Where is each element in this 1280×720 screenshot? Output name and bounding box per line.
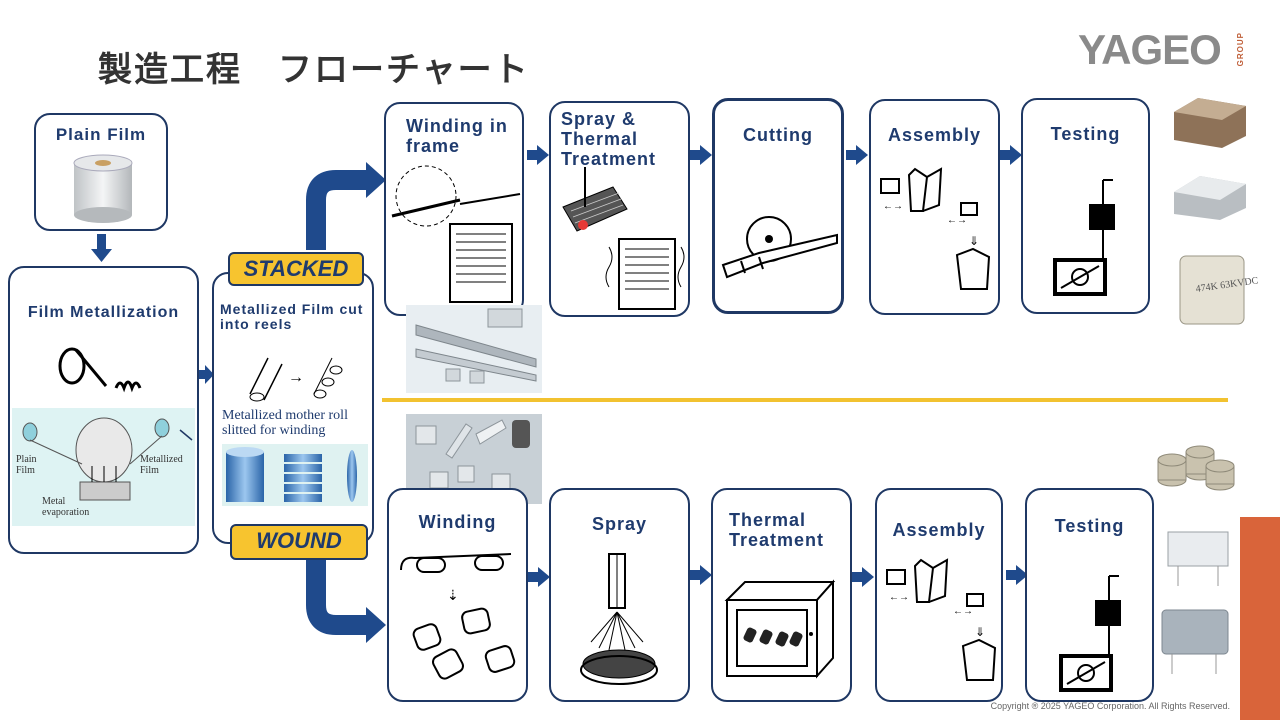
cutting-saw-icon <box>721 216 838 279</box>
stacked-step-cutting: Cutting <box>712 98 844 314</box>
reel-cutting-icon: → <box>249 357 343 402</box>
orange-accent-bar <box>1240 517 1280 720</box>
wound-product-photos <box>1157 445 1235 674</box>
stacked-elements-photo <box>406 305 542 393</box>
step-title: Spray & Thermal Treatment <box>561 109 657 169</box>
svg-text:←→: ←→ <box>889 592 909 603</box>
plain-film-caption: Plain Film <box>16 454 37 476</box>
step-title: Winding <box>418 512 497 532</box>
film-metallization-title: Film Metallization <box>27 304 180 321</box>
arrow-plain-to-metallization <box>91 234 112 262</box>
arrow-metallization-to-reels <box>197 365 214 384</box>
step-title: Winding in frame <box>406 116 508 156</box>
plain-film-box: Plain Film <box>34 113 168 231</box>
mother-roll-caption: Metallized mother roll slitted for windi… <box>222 408 348 438</box>
wound-branch-tag: WOUND <box>230 524 368 560</box>
metal-evaporation-caption: Metal evaporation <box>42 496 90 518</box>
testing-meter-icon <box>1053 179 1115 296</box>
stacked-step-testing: Testing <box>1021 98 1150 314</box>
step-title: Spray <box>591 514 648 534</box>
plain-film-title: Plain Film <box>55 125 147 144</box>
winding-rolls-icon: ⇣ <box>400 553 516 680</box>
film-metallization-box: Film Metallization Plain Film Metallized… <box>8 266 199 554</box>
film-roll-icon <box>73 154 133 223</box>
step-title: Cutting <box>743 125 813 145</box>
stacked-step-assembly: Assembly ←→ ←→ ⇓ <box>869 99 1000 315</box>
step-title: Testing <box>1054 516 1125 536</box>
assembly-icon: ←→ ←→ ⇓ <box>886 558 997 681</box>
svg-text:←→: ←→ <box>947 215 967 226</box>
arrow-stacked-branch <box>306 170 368 250</box>
spray-thermal-icon <box>562 167 685 310</box>
stacked-step-arrows <box>527 145 1022 165</box>
metallization-icon <box>58 347 142 393</box>
yageo-logo: YAGEO <box>1078 26 1222 73</box>
wound-step-thermal-treatment: Thermal Treatment <box>711 488 852 702</box>
copyright-notice: Copyright ® 2025 YAGEO Corporation. All … <box>990 701 1230 711</box>
svg-text:⇣: ⇣ <box>447 589 459 604</box>
stacked-branch-tag: STACKED <box>228 252 364 286</box>
stacked-product-photos: 474K 63KVDC <box>1174 98 1259 325</box>
step-title: Testing <box>1050 124 1121 144</box>
oven-icon <box>724 579 836 679</box>
wound-step-spray: Spray <box>549 488 690 702</box>
svg-text:⇓: ⇓ <box>969 234 979 248</box>
page-title: 製造工程 フローチャート <box>98 50 530 90</box>
branch-divider-line <box>382 398 1228 402</box>
metallized-film-title: Metallized Film cut into reels <box>220 301 364 332</box>
metallized-film-box: Metallized Film cut into reels → Metalli… <box>212 272 374 544</box>
step-title: Assembly <box>887 125 982 145</box>
wound-step-testing: Testing <box>1025 488 1154 702</box>
stacked-step-winding-in-frame: Winding in frame <box>384 102 524 316</box>
arrow-wound-branch <box>306 560 368 635</box>
svg-text:←→: ←→ <box>953 606 973 617</box>
winding-frame-icon <box>391 165 521 303</box>
reels-photo <box>222 444 368 506</box>
svg-text:←→: ←→ <box>883 201 903 212</box>
stacked-step-spray-thermal: Spray & Thermal Treatment <box>549 101 690 317</box>
svg-text:→: → <box>288 369 304 386</box>
wound-step-assembly: Assembly ←→ ←→ ⇓ <box>875 488 1003 702</box>
metallized-film-caption: Metallized Film <box>140 454 183 476</box>
step-title: Thermal Treatment <box>729 510 825 550</box>
wound-step-arrows <box>528 565 1028 587</box>
spray-nozzle-icon <box>580 553 658 685</box>
metallization-diagram: Plain Film Metallized Film Metal evapora… <box>12 408 195 526</box>
wound-step-winding: Winding ⇣ <box>387 488 528 702</box>
step-title: Assembly <box>892 520 986 540</box>
assembly-icon: ←→ ←→ ⇓ <box>880 167 991 290</box>
svg-text:⇓: ⇓ <box>975 625 985 639</box>
testing-meter-icon <box>1059 575 1121 692</box>
